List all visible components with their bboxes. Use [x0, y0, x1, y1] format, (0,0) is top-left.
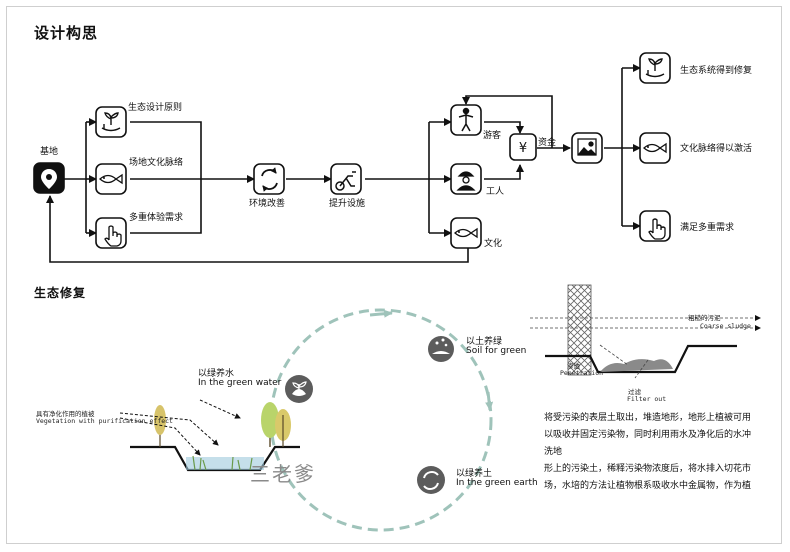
page-frame: [6, 6, 782, 544]
paragraph-line: 以吸收并固定污染物，同时利用雨水及净化后的水冲: [544, 430, 752, 440]
paragraph-line: 场，水培的方法让植物根系吸收水中金属物，作为植: [544, 481, 752, 491]
node-label-satisfy: 满足多重需求: [680, 223, 735, 233]
cycle-label-earth-cn: 以绿养土: [456, 469, 493, 479]
cycle-label-water-en: In the green water: [198, 378, 282, 388]
coarse-label-cn: 粗糙的污泥: [688, 314, 721, 322]
hand-pointer-icon: [95, 217, 127, 249]
node-label-facility: 提升设施: [329, 199, 366, 209]
hand-pointer-icon: [639, 210, 671, 242]
node-label-visitor: 游客: [483, 131, 502, 141]
penetration-label-cn: 渗透: [567, 362, 580, 370]
flow-lines: [46, 64, 641, 263]
node-label-activate: 文化脉络得以激活: [680, 144, 753, 154]
watermark-text: 三老爹: [250, 462, 316, 486]
paragraph-line: 形上的污染土，稀释污染物浓度后，将水排入切花市: [544, 464, 752, 474]
fish-icon: [95, 163, 127, 195]
cycle-label-soil-en: Soil for green: [466, 346, 527, 356]
earth-node-icon: [417, 466, 445, 494]
node-label-environment: 环境改善: [249, 199, 286, 209]
worker-icon: [450, 163, 482, 195]
filter-label-cn: 过滤: [628, 388, 641, 396]
node-label-base: 基地: [40, 147, 59, 157]
node-label-needs: 多重体验需求: [129, 213, 184, 223]
cycle-label-soil-cn: 以土养绿: [466, 337, 503, 347]
filter-label-en: Filter out: [627, 395, 667, 403]
cycle-label-water-cn: 以绿养水: [198, 369, 235, 379]
soil-node-icon: [428, 336, 454, 362]
cycle-ring: [269, 308, 494, 532]
wetland-illustration: [130, 402, 300, 472]
paragraph-line: 将受污染的表层土取出，堆造地形，地形上植被可用: [544, 413, 752, 423]
penetration-label-en: Penetration: [560, 369, 604, 377]
fish-icon: [450, 217, 482, 249]
water-node-icon: [285, 375, 313, 403]
section-title-design: 设计构思: [34, 24, 99, 42]
fish-icon: [639, 132, 671, 164]
node-label-culture: 文化: [484, 239, 503, 249]
paragraph-line: 洗地: [544, 447, 563, 457]
node-label-context: 场地文化脉络: [129, 158, 184, 168]
image-icon: [571, 132, 603, 164]
section-title-ecology: 生态修复: [34, 286, 87, 300]
cycle-label-earth-en: In the green earth: [456, 478, 538, 488]
vegetation-label-en: Vegetation with purification effect: [36, 417, 173, 425]
yen-icon: [509, 133, 537, 161]
node-label-repair: 生态系统得到修复: [680, 66, 753, 76]
node-label-capital: 资金: [538, 138, 557, 148]
coarse-label-en: Coarse sludge: [700, 322, 751, 330]
node-label-worker: 工人: [486, 187, 505, 197]
node-label-principle: 生态设计原则: [128, 103, 183, 113]
description-paragraph: 将受污染的表层土取出，堆造地形，地形上植被可用 以吸收并固定污染物，同时利用雨水…: [544, 410, 769, 495]
vegetation-label-cn: 具有净化作用的植被: [36, 410, 95, 418]
filter-diagram: [530, 284, 761, 379]
svg-text:¥: ¥: [519, 141, 527, 156]
